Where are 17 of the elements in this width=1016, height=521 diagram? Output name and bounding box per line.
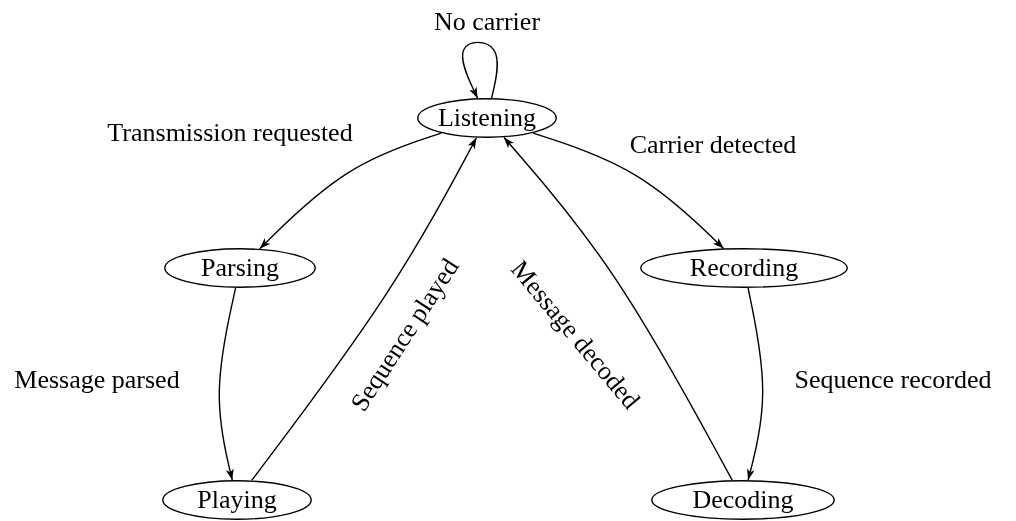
state-ellipse (640, 248, 848, 288)
arrow (259, 132, 442, 250)
arrow (251, 137, 478, 482)
arrow (532, 132, 725, 250)
state-name: Parsing (200, 255, 280, 281)
arrow (503, 136, 733, 481)
arrow (747, 287, 764, 481)
state-ellipse (417, 98, 557, 138)
state-ellipse (162, 480, 312, 520)
state-ellipse (164, 248, 316, 288)
state-name: Recording (688, 255, 800, 281)
state-ellipse (651, 480, 835, 520)
state-name: Playing (196, 487, 278, 513)
arrow (218, 287, 237, 481)
state-name: Listening (436, 105, 538, 131)
arrow (461, 41, 498, 99)
state-name: Decoding (691, 487, 795, 513)
